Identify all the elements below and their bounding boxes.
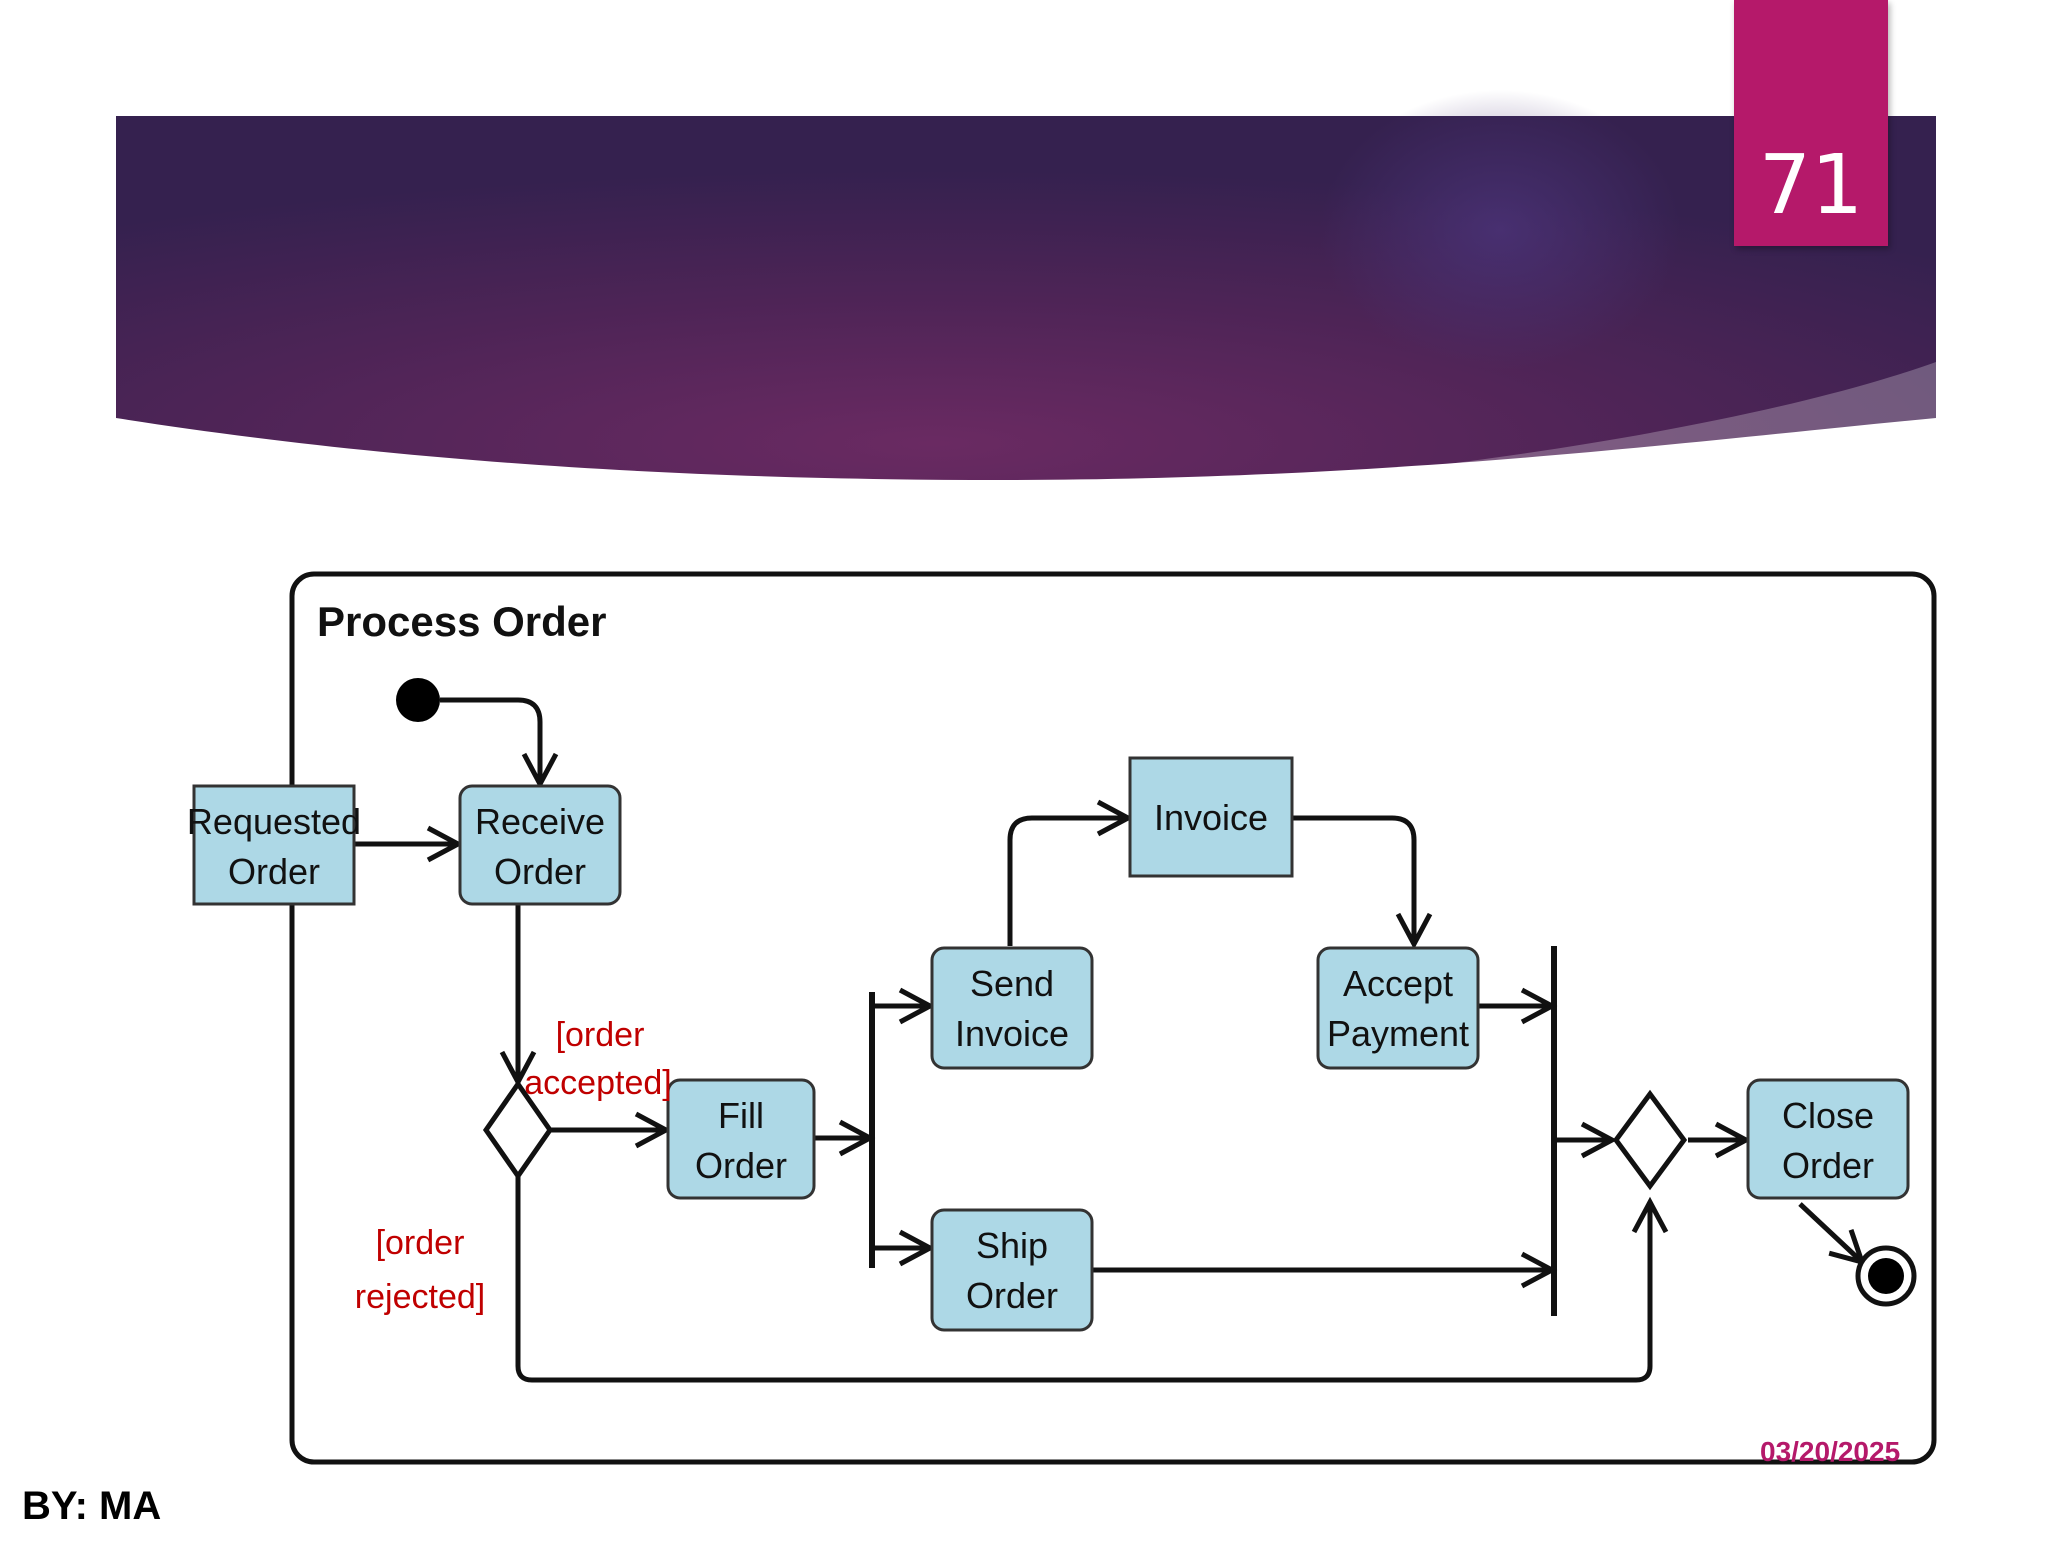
svg-text:Order: Order [494, 851, 586, 892]
page-number: 71 [1758, 138, 1864, 233]
guard-order-accepted: [order accepted] [524, 1016, 671, 1102]
svg-text:Send: Send [970, 963, 1054, 1004]
svg-text:[order: [order [556, 1016, 645, 1054]
action-accept-payment: Accept Payment [1316, 946, 1480, 1070]
svg-text:[order: [order [376, 1224, 465, 1262]
svg-text:Invoice: Invoice [955, 1013, 1069, 1054]
svg-text:Close: Close [1782, 1095, 1874, 1136]
guard-order-rejected: [order rejected] [355, 1224, 485, 1316]
svg-text:Accept: Accept [1343, 963, 1453, 1004]
footer-date: 03/20/2025 [1760, 1436, 1901, 1467]
svg-text:Order: Order [1782, 1145, 1874, 1186]
edge-close-final [1798, 1202, 1866, 1266]
action-fill-order: Fill Order [666, 1078, 816, 1200]
svg-text:Order: Order [228, 851, 320, 892]
object-invoice: Invoice [1128, 756, 1294, 878]
edge-rejected-merge [515, 1176, 1669, 1383]
merge-node [1612, 1089, 1688, 1191]
action-ship-order: Ship Order [930, 1208, 1094, 1332]
svg-text:Order: Order [966, 1275, 1058, 1316]
object-requested-order: Requested Order [187, 784, 361, 906]
diagram: Process Order [187, 571, 1937, 1465]
edge-initial-receive [440, 697, 559, 790]
svg-text:Payment: Payment [1327, 1013, 1469, 1054]
svg-text:Requested: Requested [187, 801, 361, 842]
svg-text:Order: Order [695, 1145, 787, 1186]
final-node [1868, 1258, 1904, 1294]
svg-text:rejected]: rejected] [355, 1278, 485, 1316]
svg-text:accepted]: accepted] [524, 1064, 671, 1102]
diagram-title: Process Order [317, 598, 607, 645]
initial-node [396, 678, 440, 722]
edge-send-invoice [1007, 799, 1134, 946]
svg-text:Ship: Ship [976, 1225, 1048, 1266]
svg-text:Receive: Receive [475, 801, 605, 842]
page-number-tab: 71 [1734, 0, 1888, 246]
footer-author: BY: MA [22, 1484, 162, 1528]
svg-text:Invoice: Invoice [1154, 797, 1268, 838]
action-close-order: Close Order [1746, 1078, 1910, 1200]
edge-invoice-accept [1292, 815, 1433, 950]
header-banner [116, 90, 1936, 480]
action-receive-order: Receive Order [458, 784, 622, 906]
decision-node [482, 1079, 554, 1181]
svg-text:Fill: Fill [718, 1095, 764, 1136]
diagram-frame [289, 571, 1937, 1465]
action-send-invoice: Send Invoice [930, 946, 1094, 1070]
